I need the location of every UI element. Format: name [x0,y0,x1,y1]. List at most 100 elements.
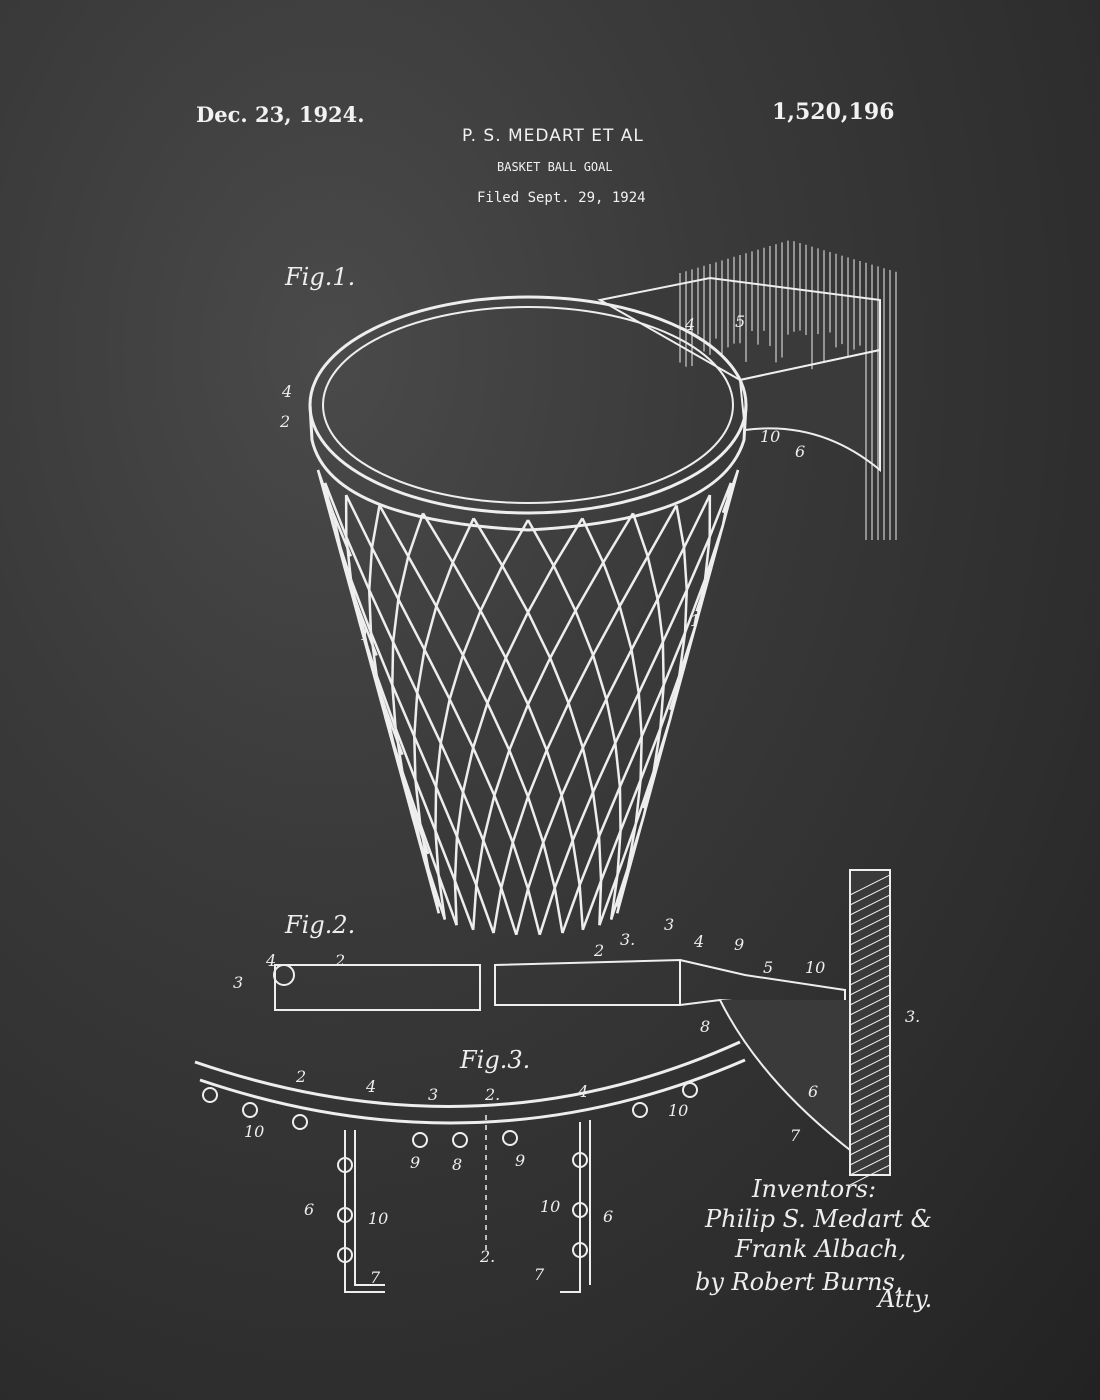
hatch-line [555,888,563,933]
hatch-line [436,787,457,837]
hatch-line [436,563,452,607]
hatch-line [550,658,568,703]
hatch-line [593,792,599,836]
hatch-line [580,836,599,885]
fig1-label: Fig.1. [284,263,355,291]
hatch-line [398,599,424,650]
hatch-line [554,566,576,611]
svg-text:3.: 3. [620,930,635,949]
inventor-signature: Inventors: Philip S. Medart & Frank Alba… [695,1175,932,1313]
svg-text:9: 9 [515,1151,525,1170]
hatch-line [617,868,628,913]
hatch-line [487,658,505,703]
svg-text:1: 1 [690,611,700,630]
rim-section-fig3 [195,1042,745,1292]
hatch-line [593,606,620,655]
hatch-line [528,843,543,889]
hatch-line [425,650,450,700]
hatch-line [398,556,408,599]
hatch-line [555,840,573,887]
svg-text:Philip S. Medart &: Philip S. Medart & [704,1205,932,1233]
svg-text:4: 4 [365,1077,376,1096]
hatch-line [513,797,528,843]
svg-text:Frank Albach,: Frank Albach, [734,1235,906,1263]
hatch-line [516,889,528,935]
svg-text:7: 7 [534,1265,545,1284]
svg-text:3.: 3. [905,1007,920,1026]
hatch-line [540,888,555,935]
svg-text:5: 5 [763,958,773,977]
hatch-line [441,699,450,743]
hatch-line [463,611,481,655]
hatch-line [473,703,487,748]
svg-text:8: 8 [700,1017,710,1036]
hatch-line [583,748,593,792]
hatch-line [392,642,393,685]
svg-text:7: 7 [370,1268,381,1287]
hatch-line [575,563,603,611]
svg-text:9: 9 [734,935,744,954]
hatch-line [583,699,606,748]
hatch-line [569,703,583,748]
rivet [453,1133,467,1147]
svg-text:3: 3 [664,915,674,934]
hatch-line [450,655,463,699]
svg-text:4: 4 [577,1082,588,1101]
svg-text:10: 10 [668,1101,688,1120]
hatch-line [476,885,493,933]
hatch-line [457,836,476,885]
hatch-line [599,836,601,880]
hatch-line [408,556,436,606]
hatch-line [615,743,620,787]
hatch-line [408,513,423,556]
hatch-line [463,792,483,840]
hatch-line [513,843,528,889]
hatch-line [463,655,488,703]
hatch-line [528,612,550,658]
svg-text:8: 8 [452,1155,462,1174]
hatch-line [528,566,554,613]
hatch-line [481,566,503,611]
svg-text:2: 2 [279,412,290,431]
hatch-line [599,787,620,837]
hatch-line [599,881,601,925]
svg-text:Atty.: Atty. [876,1285,932,1313]
rivet [503,1131,517,1145]
hatch-line [633,513,648,556]
hatch-line [603,563,619,607]
fig2-label: Fig.2. [284,911,355,939]
svg-text:9: 9 [410,1153,420,1172]
svg-text:2.: 2. [479,1247,495,1266]
hatch-line [473,885,476,930]
hatch-line [483,840,501,887]
hatch-line [487,703,509,750]
svg-text:6: 6 [795,442,805,461]
hatch-line [593,655,606,699]
hatch-line [414,736,415,780]
svg-text:4: 4 [693,932,704,951]
hatch-line [528,750,547,796]
svg-text:3: 3 [233,973,243,992]
hatch-line [506,612,528,658]
hatch-line [639,693,642,736]
hatch-line [457,792,463,836]
hatch-line [441,743,463,792]
hatch-line [569,655,594,703]
hatch-line [346,495,372,548]
hatch-line [528,520,554,566]
svg-text:10: 10 [368,1209,388,1228]
hatch-line [580,885,583,930]
hatch-line [684,548,687,590]
hatch-line [393,642,417,693]
hatch-line [473,748,494,796]
fig3-label: Fig.3. [459,1046,530,1074]
hatch-line [455,836,457,880]
rivet [243,1103,257,1117]
hatch-line [453,563,481,611]
hatch-line [494,750,509,795]
svg-text:4: 4 [281,382,292,401]
hatch-line [414,736,436,786]
svg-text:Inventors:: Inventors: [751,1175,876,1203]
hatch-line [658,599,663,642]
